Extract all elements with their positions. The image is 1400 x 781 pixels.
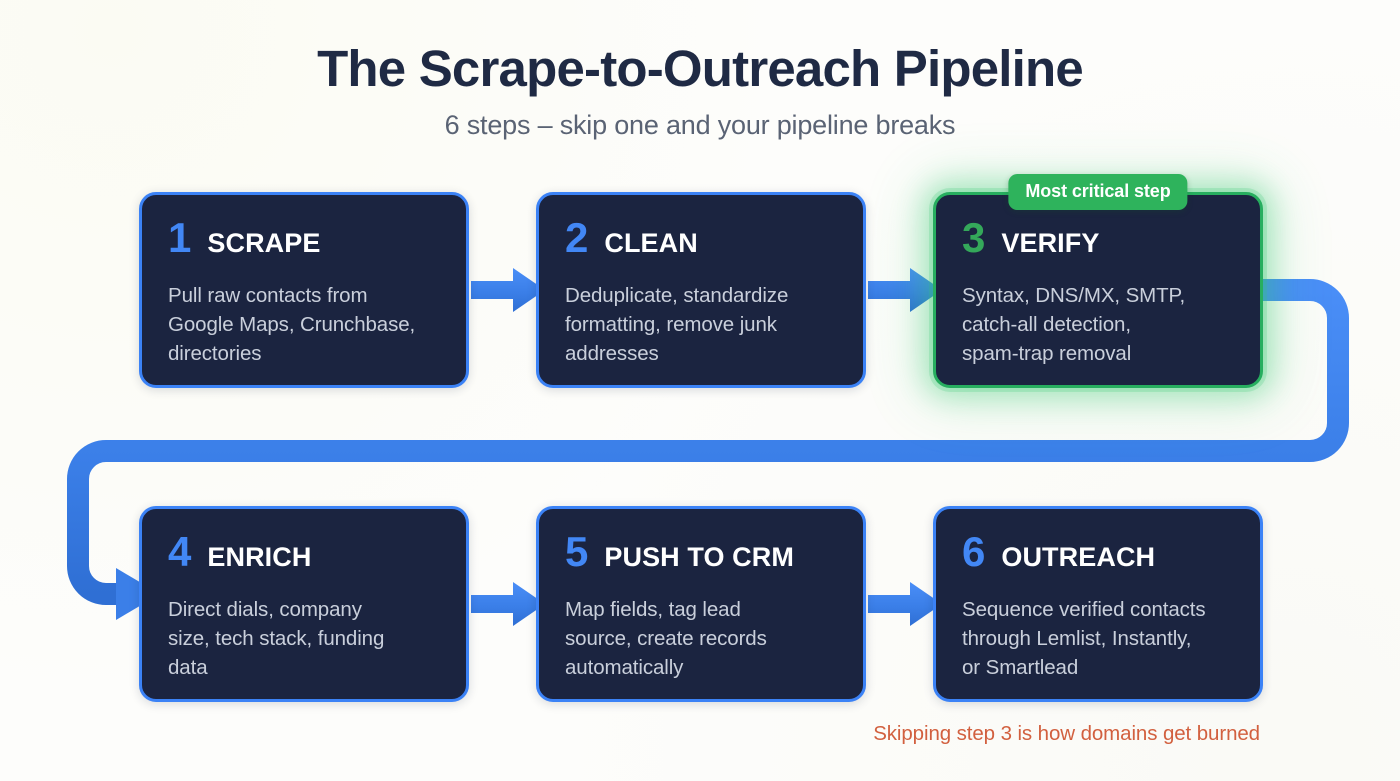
step-card-1-number: 1 xyxy=(168,214,192,261)
step-card-4-title: ENRICH xyxy=(207,542,312,572)
step-card-1[interactable]: 1 SCRAPE Pull raw contacts from Google M… xyxy=(139,192,469,388)
step-card-4-description: Direct dials, company size, tech stack, … xyxy=(168,598,385,680)
page-subtitle: 6 steps – skip one and your pipeline bre… xyxy=(444,110,956,141)
step-card-4-head: 4 ENRICH xyxy=(168,531,442,577)
step-card-5-head: 5 PUSH TO CRM xyxy=(565,531,839,577)
step-card-4-number: 4 xyxy=(168,528,192,575)
step-card-2-head: 2 CLEAN xyxy=(565,217,839,263)
pipeline-row-top: 1 SCRAPE Pull raw contacts from Google M… xyxy=(139,174,1263,388)
step-card-2-number: 2 xyxy=(565,214,589,261)
pipeline-row-bottom: 4 ENRICH Direct dials, company size, tec… xyxy=(139,506,1263,702)
step-card-3[interactable]: Most critical step 3 VERIFY Syntax, DNS/… xyxy=(933,174,1263,388)
most-critical-step-badge: Most critical step xyxy=(1008,174,1188,210)
step-card-1-head: 1 SCRAPE xyxy=(168,217,442,263)
step-card-1-title: SCRAPE xyxy=(207,228,321,258)
step-card-3-description: Syntax, DNS/MX, SMTP, catch-all detectio… xyxy=(962,284,1186,366)
step-card-4[interactable]: 4 ENRICH Direct dials, company size, tec… xyxy=(139,506,469,702)
step-card-3-title: VERIFY xyxy=(1001,228,1100,258)
step-card-2-title: CLEAN xyxy=(604,228,698,258)
step-card-2[interactable]: 2 CLEAN Deduplicate, standardize formatt… xyxy=(536,192,866,388)
step-card-5-title: PUSH TO CRM xyxy=(604,542,794,572)
step-card-6-description: Sequence verified contacts through Lemli… xyxy=(962,598,1206,680)
step-card-6-title: OUTREACH xyxy=(1001,542,1156,572)
step-card-5[interactable]: 5 PUSH TO CRM Map fields, tag lead sourc… xyxy=(536,506,866,702)
step-card-5-description: Map fields, tag lead source, create reco… xyxy=(565,598,767,680)
step-card-6-head: 6 OUTREACH xyxy=(962,531,1236,577)
step-card-6[interactable]: 6 OUTREACH Sequence verified contacts th… xyxy=(933,506,1263,702)
step-card-5-number: 5 xyxy=(565,528,589,575)
step-card-3-head: 3 VERIFY xyxy=(962,217,1236,263)
step-card-6-number: 6 xyxy=(962,528,986,575)
step-card-3-number: 3 xyxy=(962,214,986,261)
step-card-2-description: Deduplicate, standardize formatting, rem… xyxy=(565,284,789,366)
warning-footnote: Skipping step 3 is how domains get burne… xyxy=(873,722,1260,745)
step-card-1-description: Pull raw contacts from Google Maps, Crun… xyxy=(168,284,416,366)
header: The Scrape-to-Outreach Pipeline 6 steps … xyxy=(0,0,1400,141)
page-title: The Scrape-to-Outreach Pipeline xyxy=(317,40,1084,97)
